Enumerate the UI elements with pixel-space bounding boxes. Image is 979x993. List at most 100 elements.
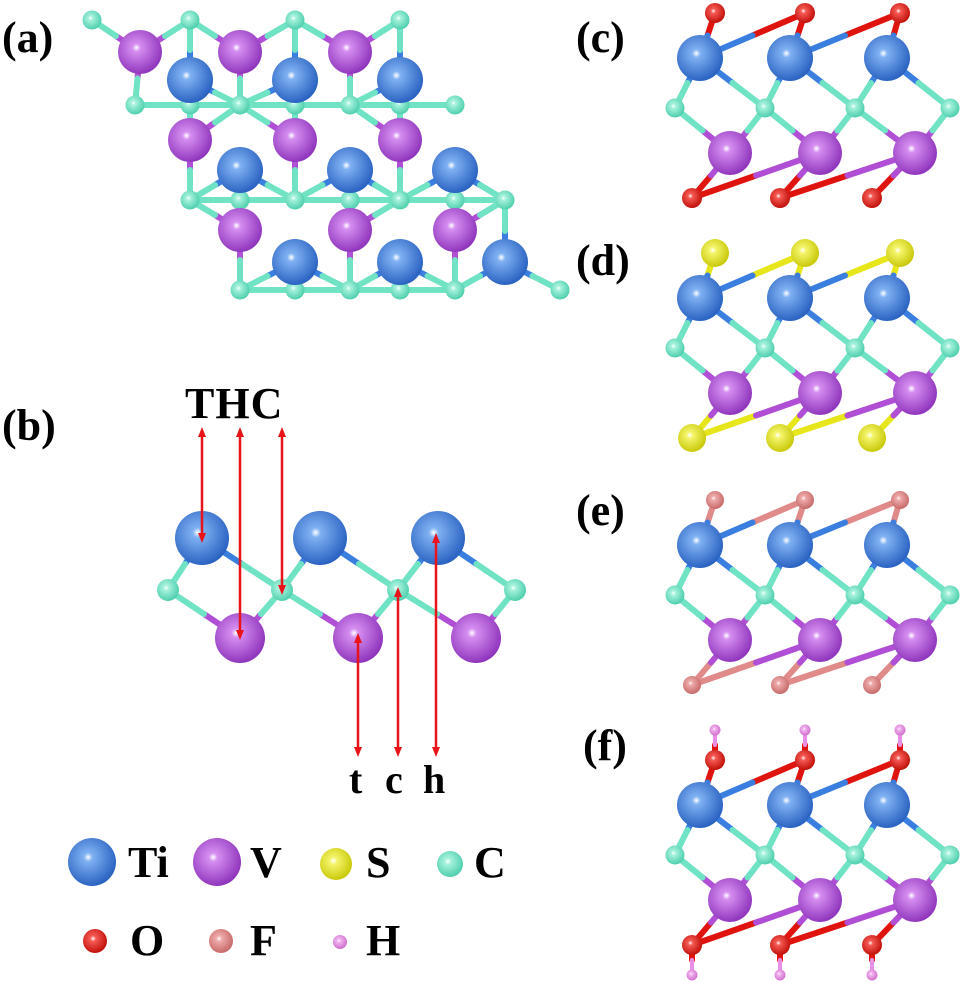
panel-e-bond [842, 497, 903, 526]
legend-swatch-v [193, 838, 241, 886]
panel-a-atom-c [230, 190, 250, 210]
panel-a-atom-ti [482, 239, 528, 285]
panel-label-d: (d) [576, 236, 630, 285]
site-label-c: c [385, 757, 403, 802]
panel-e-atom-c [665, 585, 685, 605]
panel-a-atom-v [218, 30, 262, 74]
panel-a-atom-ti [377, 239, 423, 285]
legend-item-o: O [83, 916, 164, 965]
panel-a-atom-v [273, 118, 317, 162]
panel-c-atom-c [665, 98, 685, 118]
panel-a-atom-ti [167, 57, 213, 103]
panel-a-atom-v [328, 208, 372, 252]
panel-c-atom-v [798, 131, 842, 175]
panel-a-atom-c [230, 95, 250, 115]
panel-d-atom-s [791, 239, 819, 267]
legend-item-f: F [209, 916, 277, 965]
panel-f-atom-c [845, 845, 865, 865]
legend-swatch-c [437, 851, 463, 877]
panel-f-atom-o [770, 935, 790, 955]
legend-swatch-s [320, 848, 352, 880]
panel-a-atom-v [328, 30, 372, 74]
legend-item-s: S [320, 838, 390, 887]
panel-f-atom-h [686, 969, 698, 981]
panel-a-atom-ti [217, 147, 263, 193]
legend-swatch-ti [68, 838, 116, 886]
panel-f-atom-o [705, 750, 725, 770]
panel-a-atom-c [340, 95, 360, 115]
panel-a-atom-c [445, 190, 465, 210]
legend-item-v: V [193, 838, 282, 887]
panel-label-c: (c) [576, 13, 625, 62]
panel-e-atom-c [845, 585, 865, 605]
panel-e-atom-ti [864, 522, 910, 568]
panel-d-atom-v [893, 371, 937, 415]
panel-a-atom-c [230, 280, 250, 300]
panel-c-atom-ti [864, 35, 910, 81]
site-arrows [198, 427, 440, 757]
panel-f-atom-o [862, 935, 882, 955]
panel-e-atom-f [706, 491, 724, 509]
panel-f-atom-o [890, 750, 910, 770]
panel-f-bond [689, 919, 759, 948]
legend-item-h: H [333, 916, 400, 965]
atoms-layer [82, 3, 960, 981]
panel-f-atom-c [665, 845, 685, 865]
panel-label-e: (e) [576, 486, 625, 535]
panel-c-atom-c [845, 98, 865, 118]
panel-f-atom-v [893, 878, 937, 922]
panel-a-atom-v [118, 30, 162, 74]
legend: Ti V S C O F H [68, 838, 506, 965]
panel-b-atom-v [451, 613, 501, 663]
legend-swatch-o [83, 929, 107, 953]
panel-a-atom-c [82, 10, 102, 30]
panel-a-atom-c [495, 190, 515, 210]
legend-label-v: V [250, 838, 282, 887]
panel-a-atom-c [285, 190, 305, 210]
panel-e-atom-ti [767, 522, 813, 568]
panel-c-atom-o [795, 3, 815, 23]
panel-e-bond [689, 659, 759, 688]
panel-c-atom-v [893, 131, 937, 175]
panel-d-atom-c [665, 338, 685, 358]
panel-e-atom-f [796, 491, 814, 509]
panel-c-atom-ti [677, 35, 723, 81]
legend-label-h: H [366, 916, 400, 965]
legend-item-ti: Ti [68, 838, 169, 887]
site-label-thc: THC [185, 379, 283, 428]
panel-d-atom-v [708, 371, 752, 415]
panel-f-atom-c [940, 845, 960, 865]
panel-a-atom-c [180, 190, 200, 210]
panel-a-atom-c [550, 280, 570, 300]
panel-d-atom-c [845, 338, 865, 358]
panel-b-atom-c [157, 579, 179, 601]
panel-a-atom-v [218, 208, 262, 252]
legend-swatch-h [333, 935, 347, 949]
panel-a-atom-c [125, 95, 145, 115]
panel-e-atom-v [798, 618, 842, 662]
panel-a-atom-ti [272, 239, 318, 285]
panel-a-atom-c [285, 280, 305, 300]
panel-d-atom-s [766, 424, 794, 452]
panel-f-atom-v [798, 878, 842, 922]
panel-f-atom-c [755, 845, 775, 865]
panel-a-atom-ti [377, 57, 423, 103]
panel-b-atom-ti [293, 511, 347, 565]
panel-f-atom-ti [767, 782, 813, 828]
panel-f-atom-h [774, 969, 786, 981]
panel-c-atom-o [705, 3, 725, 23]
panel-a-atom-c [180, 10, 200, 30]
panel-c-bond [689, 172, 759, 201]
panel-e-atom-c [940, 585, 960, 605]
panel-e-atom-v [893, 618, 937, 662]
panel-a-atom-c [390, 190, 410, 210]
panel-d-atom-c [940, 338, 960, 358]
site-label-t: t [349, 757, 363, 802]
panel-a-atom-c [390, 10, 410, 30]
panel-label-a: (a) [2, 13, 53, 62]
panel-f-atom-o [795, 750, 815, 770]
legend-label-f: F [250, 916, 277, 965]
panel-e-atom-v [708, 618, 752, 662]
panel-a-atom-c [390, 280, 410, 300]
panel-e-atom-f [863, 676, 881, 694]
